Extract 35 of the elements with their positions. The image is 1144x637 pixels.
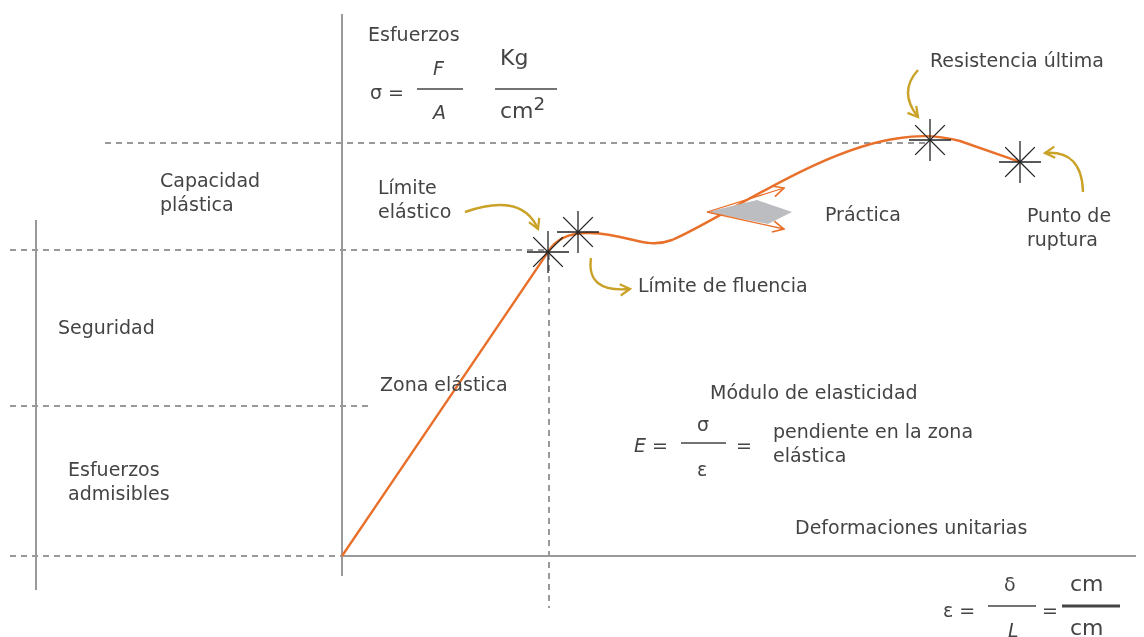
formula-text: L <box>1008 618 1019 637</box>
leader-arrow <box>1043 145 1085 193</box>
formula-text: ε <box>697 457 708 481</box>
leader-text: Punto de ruptura <box>1027 203 1142 251</box>
asterisk-mark <box>906 116 954 164</box>
formula-text: A <box>433 100 446 124</box>
leader-text: Límite de fluencia <box>638 273 808 297</box>
formula-text: σ <box>697 412 710 436</box>
unit-text: cm$^{2}$ <box>500 92 546 124</box>
axis-title: Esfuerzos <box>368 22 460 46</box>
unit-text: cm <box>1070 616 1104 637</box>
zone-label: Seguridad <box>58 315 155 339</box>
unit-text: cm <box>1070 572 1104 596</box>
zone-label: Capacidad plástica <box>160 168 262 216</box>
zone-label: Esfuerzos admisibles <box>68 457 171 505</box>
formula-text: = <box>1042 598 1058 622</box>
leader-arrow <box>464 203 540 231</box>
formula-text: δ <box>1004 572 1016 596</box>
formula-title: Módulo de elasticidad <box>710 380 918 404</box>
leader-arrow <box>906 69 920 119</box>
leader-text: Resistencia última <box>930 48 1104 72</box>
formula-text: E = <box>634 433 668 457</box>
formula-text: = <box>736 433 752 457</box>
axis-title: Deformaciones unitarias <box>795 515 1028 539</box>
asterisk-mark <box>524 228 572 276</box>
leader-arrow <box>589 257 632 297</box>
leader-text: Límite elástico <box>378 175 498 223</box>
zone-label: Práctica <box>825 202 901 226</box>
formula-text: ε = <box>943 598 976 622</box>
asterisk-mark <box>996 138 1044 186</box>
formula-note: pendiente en la zona elástica <box>773 419 975 467</box>
formula-text: σ = <box>370 80 404 104</box>
asterisk-mark <box>554 208 602 256</box>
formula-text: F <box>433 56 444 80</box>
unit-text: Kg <box>500 46 529 70</box>
